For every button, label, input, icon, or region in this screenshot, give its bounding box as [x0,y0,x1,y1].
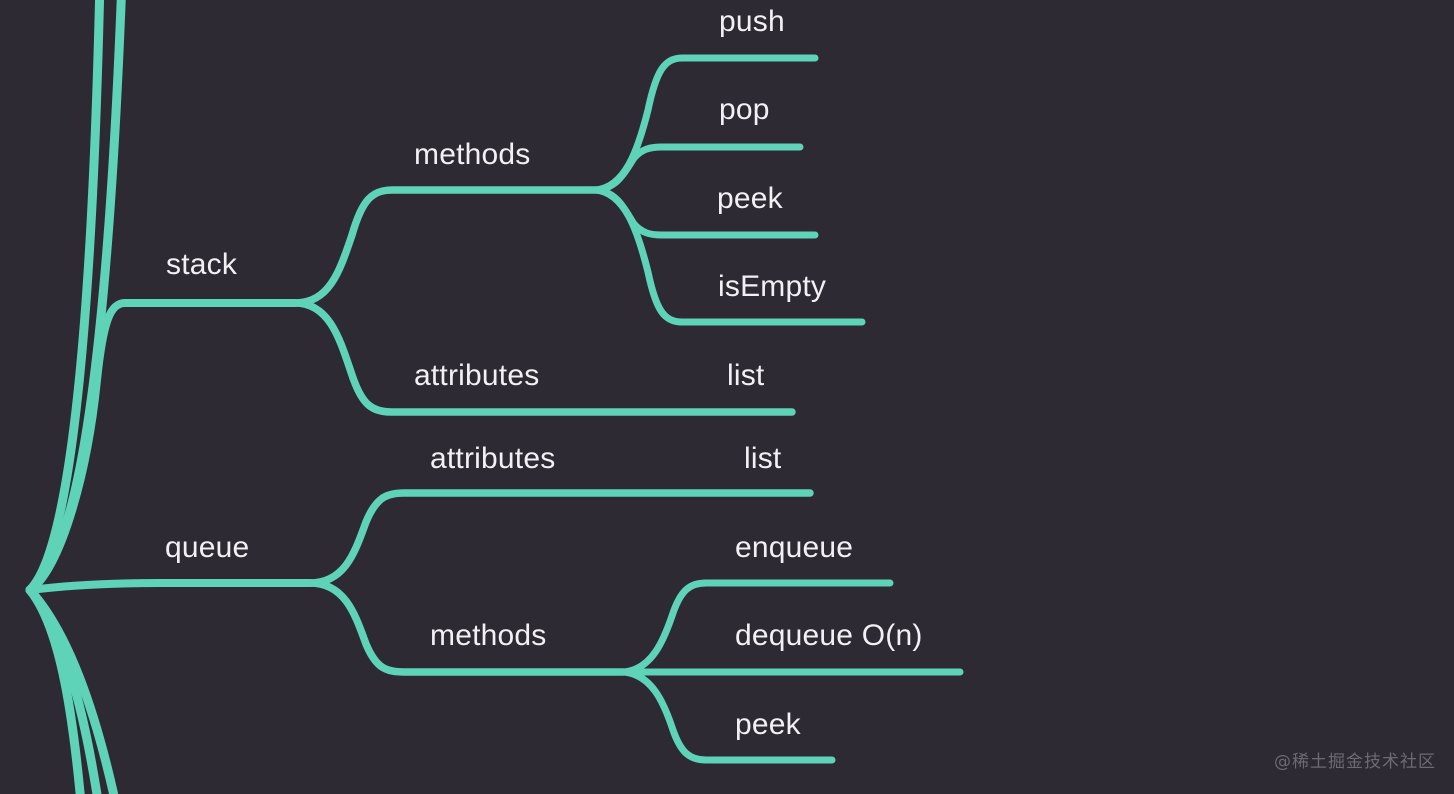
offscreen-branch-top-1 [25,0,105,595]
node-label-list-stack[interactable]: list [727,359,765,392]
offscreen-branch-bottom-3 [25,585,119,794]
node-label-pop[interactable]: pop [719,93,770,126]
node-label-stack-attributes[interactable]: attributes [414,359,540,392]
node-label-queue-attributes[interactable]: attributes [430,442,556,475]
link-queue-to-attributes [306,489,814,587]
link-qmethods-to-peek [619,668,836,764]
link-methods-to-isempty [591,186,866,326]
watermark: @稀土掘金技术社区 [1274,752,1436,772]
node-label-queue[interactable]: queue [165,531,250,564]
node-label-peek-queue[interactable]: peek [735,708,801,741]
node-label-enqueue[interactable]: enqueue [735,531,854,564]
link-qmethods-to-enqueue [619,579,894,676]
node-label-list-queue[interactable]: list [744,442,782,475]
node-label-stack-methods[interactable]: methods [414,138,531,171]
node-label-stack[interactable]: stack [166,248,238,281]
link-root-to-queue [26,579,314,594]
link-queue-to-methods [306,579,627,676]
link-stack-to-attributes [291,299,796,416]
link-root-to-stack [26,299,299,594]
node-label-isempty[interactable]: isEmpty [718,270,827,303]
link-methods-to-pop [591,143,804,194]
node-label-push[interactable]: push [719,5,785,38]
node-label-peek-stack[interactable]: peek [717,182,783,215]
node-label-queue-methods[interactable]: methods [430,619,547,652]
node-label-dequeue[interactable]: dequeue O(n) [735,619,923,652]
link-stack-to-methods [291,186,599,307]
